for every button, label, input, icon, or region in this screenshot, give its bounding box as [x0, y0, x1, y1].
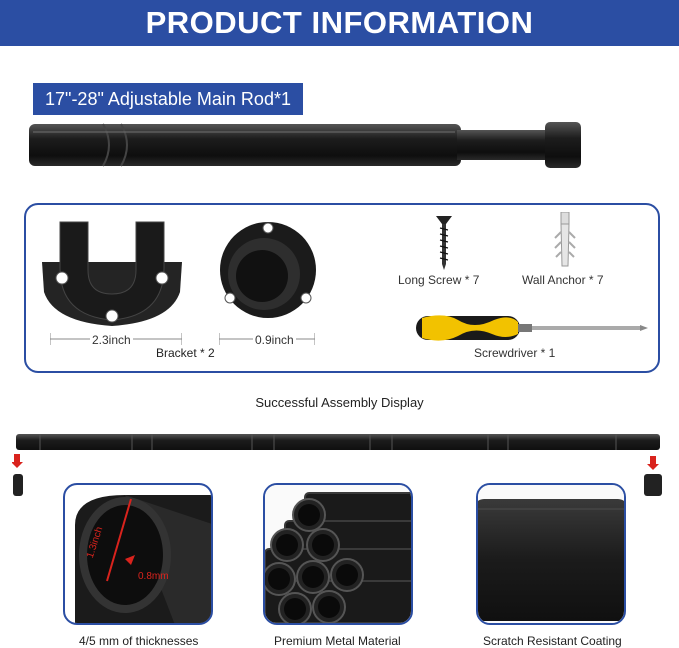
thickness-caption: 4/5 mm of thicknesses — [79, 634, 199, 648]
coating-frame — [476, 483, 626, 625]
assembled-rod-image — [12, 434, 662, 496]
bracket-image — [42, 221, 182, 326]
long-screw-icon — [436, 216, 452, 270]
header-banner — [0, 0, 679, 46]
main-rod-label: 17"-28" Adjustable Main Rod*1 — [33, 83, 303, 115]
wall-thickness-label: 0.8mm — [138, 571, 169, 582]
parts-panel — [24, 203, 660, 373]
long-screw-label: Long Screw * 7 — [398, 273, 480, 287]
screwdriver-label: Screwdriver * 1 — [474, 346, 556, 360]
wall-anchor-icon — [554, 212, 576, 267]
coating-closeup-image — [478, 485, 624, 623]
coating-caption: Scratch Resistant Coating — [483, 634, 622, 648]
bracket-width-label: 2.3inch — [90, 333, 133, 347]
wall-anchor-label: Wall Anchor * 7 — [522, 273, 604, 287]
flange-size-label: 0.9inch — [253, 333, 296, 347]
bracket-count-label: Bracket * 2 — [156, 346, 215, 360]
screwdriver-icon — [416, 315, 648, 341]
flange-image — [220, 222, 316, 318]
metal-caption: Premium Metal Material — [274, 634, 401, 648]
assembly-title: Successful Assembly Display — [255, 395, 424, 410]
metal-frame — [263, 483, 413, 625]
page-title: PRODUCT INFORMATION — [145, 5, 534, 40]
stacked-tubes-image — [265, 485, 411, 623]
thickness-frame: 1.3inch 0.8mm — [63, 483, 213, 625]
main-rod-image — [29, 122, 581, 168]
tube-cross-section-image — [75, 495, 211, 623]
